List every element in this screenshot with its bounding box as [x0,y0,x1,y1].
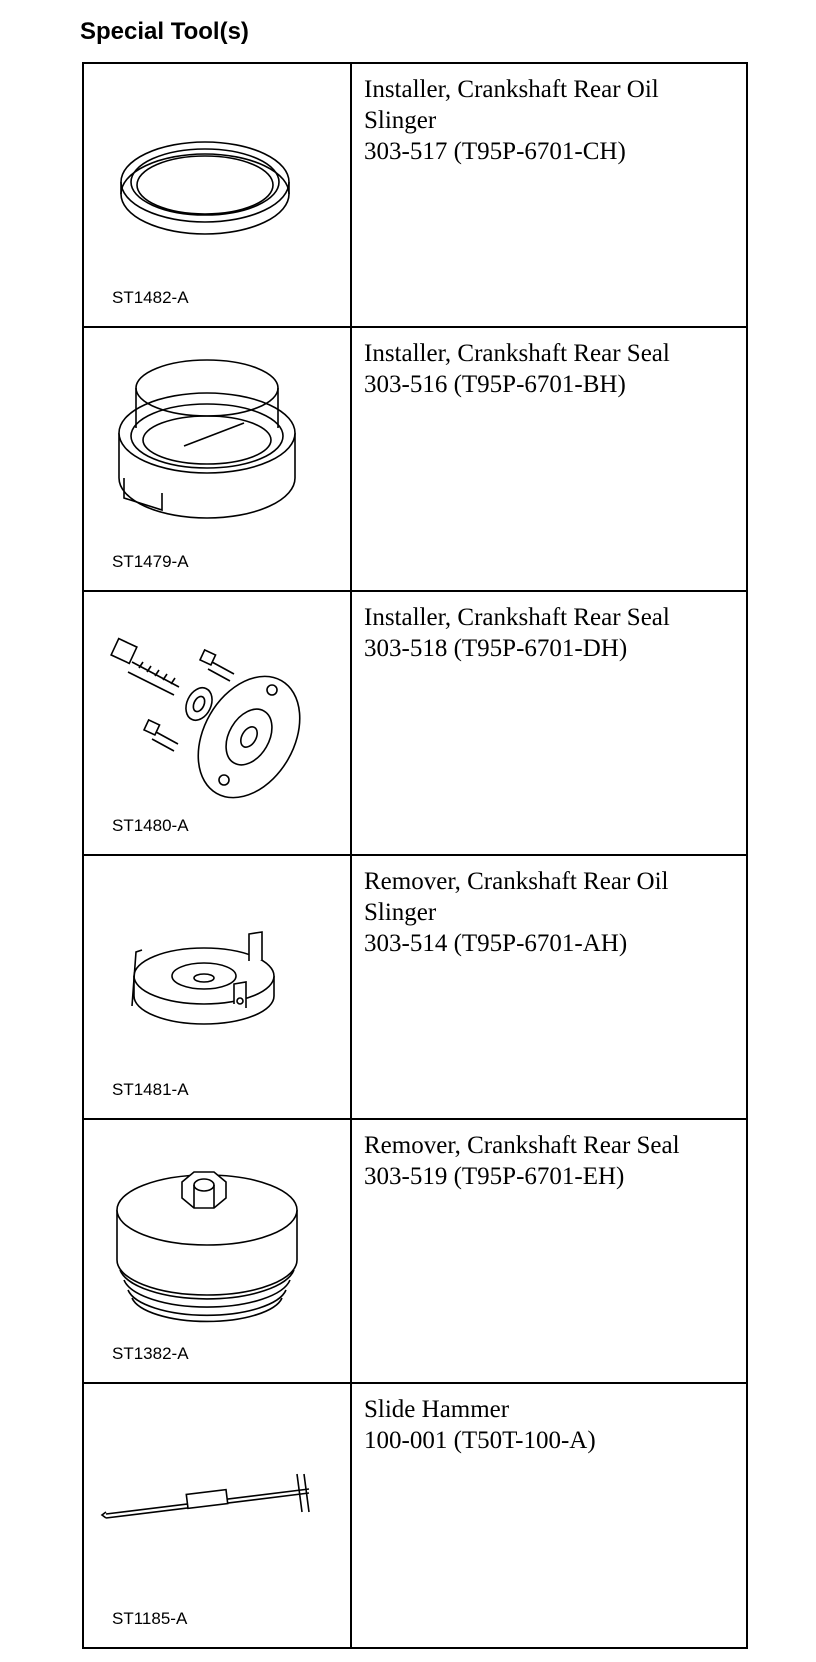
tool-name: Remover, Crankshaft Rear Seal [364,1132,680,1159]
tool-name: Slide Hammer [364,1396,510,1423]
tool-description: Slide Hammer 100-001 (T50T-100-A) [350,1382,748,1649]
tool-illustration-cell: ST1480-A [82,590,352,856]
tool-row: ST1185-A Slide Hammer 100-001 (T50T-100-… [82,1382,748,1649]
page-heading: Special Tool(s) [80,18,249,45]
tool-name-continued: Slinger [364,899,437,926]
tool-row: ST1479-A Installer, Crankshaft Rear Seal… [82,326,748,592]
tool-part-number: 100-001 (T50T-100-A) [364,1427,596,1454]
tool-code: ST1479-A [112,552,189,571]
tool-description: Remover, Crankshaft Rear Oil Slinger 303… [350,854,748,1120]
tool-illustration-cell: ST1382-A [82,1118,352,1384]
tool-part-number: 303-516 (T95P-6701-BH) [364,371,626,398]
tool-illustration-cell: ST1479-A [82,326,352,592]
tool-code: ST1482-A [112,288,189,307]
tool-code: ST1480-A [112,816,189,835]
tool-description: Remover, Crankshaft Rear Seal 303-519 (T… [350,1118,748,1384]
tool-part-number: 303-517 (T95P-6701-CH) [364,138,626,165]
tool-part-number: 303-518 (T95P-6701-DH) [364,635,628,662]
tool-row: ST1382-A Remover, Crankshaft Rear Seal 3… [82,1118,748,1384]
tool-part-number: 303-514 (T95P-6701-AH) [364,930,628,957]
tool-description: Installer, Crankshaft Rear Oil Slinger 3… [350,62,748,328]
tool-description: Installer, Crankshaft Rear Seal 303-518 … [350,590,748,856]
tool-name-continued: Slinger [364,107,437,134]
tool-illustration-cell: ST1481-A [82,854,352,1120]
tool-part-number: 303-519 (T95P-6701-EH) [364,1163,625,1190]
tool-name: Installer, Crankshaft Rear Seal [364,340,670,367]
tool-illustration-cell: ST1185-A [82,1382,352,1649]
tool-name: Installer, Crankshaft Rear Oil [364,76,659,103]
slide-hammer-icon [100,1473,310,1519]
tool-code: ST1481-A [112,1080,189,1099]
tool-name: Remover, Crankshaft Rear Oil [364,868,669,895]
rear-seal-installer-icon [118,359,296,519]
tool-description: Installer, Crankshaft Rear Seal 303-516 … [350,326,748,592]
tool-illustration-cell: ST1482-A [82,62,352,328]
rear-seal-remover-icon [116,1171,298,1323]
tool-row: ST1481-A Remover, Crankshaft Rear Oil Sl… [82,854,748,1120]
tool-name: Installer, Crankshaft Rear Seal [364,604,670,631]
oil-slinger-installer-ring-icon [120,141,290,235]
tool-code: ST1382-A [112,1344,189,1363]
oil-slinger-remover-icon [131,931,275,1025]
rear-seal-installer-kit-icon [110,637,301,799]
special-tools-table: ST1482-A Installer, Crankshaft Rear Oil … [82,62,748,1649]
tool-code: ST1185-A [112,1609,188,1628]
tool-row: ST1480-A Installer, Crankshaft Rear Seal… [82,590,748,856]
tool-row: ST1482-A Installer, Crankshaft Rear Oil … [82,62,748,328]
